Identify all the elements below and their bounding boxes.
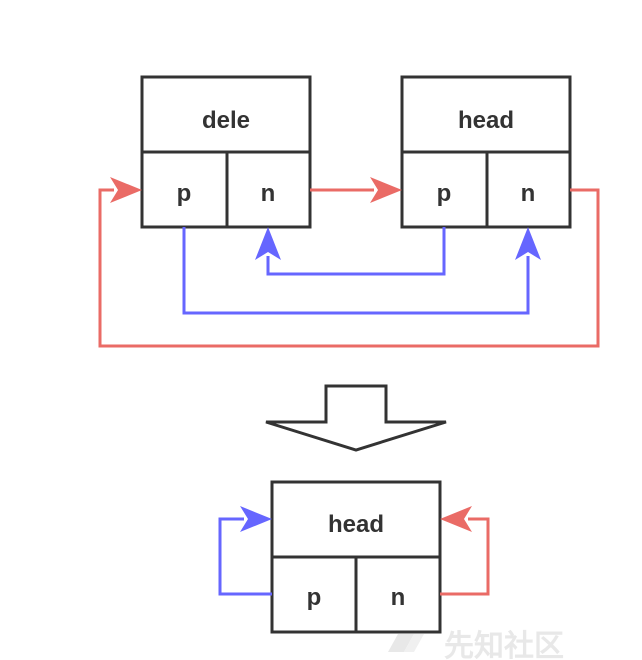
node-head-top-prev-field: p (437, 180, 452, 207)
node-dele-title: dele (202, 107, 250, 134)
node-head-bottom-title: head (328, 511, 384, 538)
edge-self-next-arrowhead (440, 506, 472, 532)
edge-head-next-to-dele (98, 177, 600, 348)
edge-dele-prev-line (182, 227, 530, 315)
edge-dele-prev-to-head (182, 227, 541, 315)
edge-head-next-line (98, 188, 600, 348)
node-dele: dele p n (140, 75, 312, 229)
node-head-top-next-field: n (521, 180, 536, 207)
watermark: 先知社区 (388, 629, 564, 660)
node-head-top-title: head (458, 107, 514, 134)
edge-head-prev-to-dele (255, 227, 446, 276)
edge-head-prev-arrowhead (255, 227, 281, 260)
edge-dele-next-to-head (310, 177, 402, 203)
top-diagram: dele p n head p n (98, 75, 600, 348)
edge-dele-prev-arrowhead (515, 227, 541, 260)
logo-icon-accent (404, 634, 424, 652)
node-dele-prev-field: p (177, 180, 192, 207)
bottom-diagram: head p n (218, 480, 490, 634)
watermark-text: 先知社区 (444, 629, 564, 660)
edge-head-prev-line (266, 227, 446, 276)
edge-self-prev-arrowhead (240, 506, 272, 532)
node-head-bottom-prev-field: p (307, 584, 322, 611)
node-head-bottom-next-field: n (391, 584, 406, 611)
edge-self-next-line (440, 517, 490, 596)
node-dele-next-field: n (261, 180, 276, 207)
node-head-bottom: head p n (270, 480, 442, 634)
edge-head-next-arrowhead (110, 177, 142, 203)
edge-self-prev-line (218, 517, 272, 596)
logo-icon (388, 634, 414, 652)
edge-self-next (440, 506, 490, 596)
edge-dele-next-arrowhead (370, 177, 402, 203)
edge-self-prev (218, 506, 272, 596)
node-head-top: head p n (400, 75, 572, 229)
down-arrow-icon (265, 384, 447, 452)
